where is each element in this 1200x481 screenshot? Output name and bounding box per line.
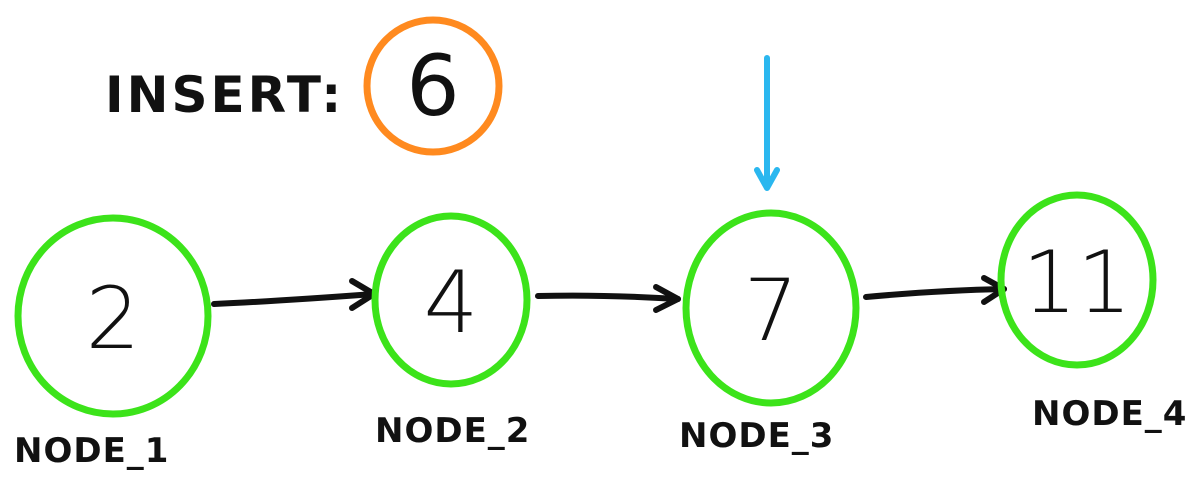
insert-value: 6 (406, 37, 459, 135)
node-1: 2 NODE_1 (14, 214, 212, 471)
node-circle (14, 214, 212, 418)
node-circle (997, 191, 1157, 369)
node-label: NODE_1 (14, 431, 169, 471)
node-4: 11 NODE_4 (997, 191, 1187, 434)
node-label: NODE_3 (679, 416, 834, 456)
insert-circle (363, 16, 503, 156)
arrows (211, 275, 1007, 313)
node-value: 7 (744, 261, 799, 361)
node-3: 7 NODE_3 (679, 209, 860, 456)
node-2: 4 NODE_2 (371, 212, 531, 451)
node-value: 4 (424, 253, 479, 353)
insert-group: INSERT: 6 (105, 16, 503, 156)
pointer-arrow (754, 55, 780, 191)
node-circle (371, 212, 531, 388)
node-value: 2 (86, 269, 141, 369)
insert-label: INSERT: (105, 66, 344, 124)
arrow-1-shaft (211, 291, 377, 307)
arrow-node2-node3 (535, 284, 681, 313)
arrow-node1-node2 (211, 278, 377, 311)
arrow-node3-node4 (863, 275, 1007, 305)
pointer-arrow-head (754, 167, 780, 191)
arrow-2-shaft (535, 292, 681, 302)
arrow-2-head (653, 284, 681, 313)
node-label: NODE_2 (375, 411, 530, 451)
node-value: 11 (1022, 233, 1131, 333)
node-label: NODE_4 (1032, 394, 1187, 434)
arrow-3-shaft (863, 286, 1007, 300)
node-circle (682, 209, 860, 407)
